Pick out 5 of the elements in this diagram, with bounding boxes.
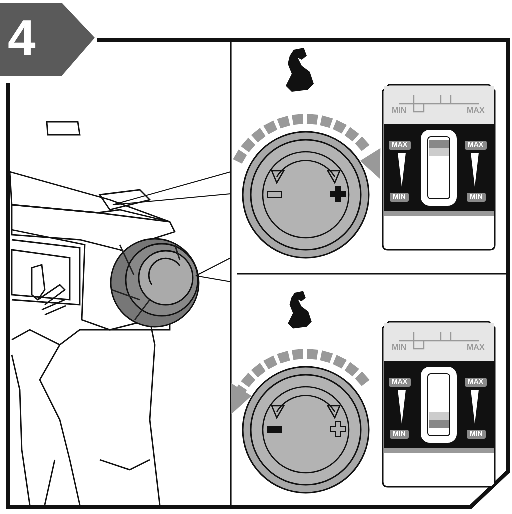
scale-label: MIN (392, 107, 407, 115)
scale-label: MAX (467, 344, 485, 352)
scale-label: MAX (467, 107, 485, 115)
step-number: 4 (8, 13, 36, 63)
scale-label: MIN (392, 344, 407, 352)
